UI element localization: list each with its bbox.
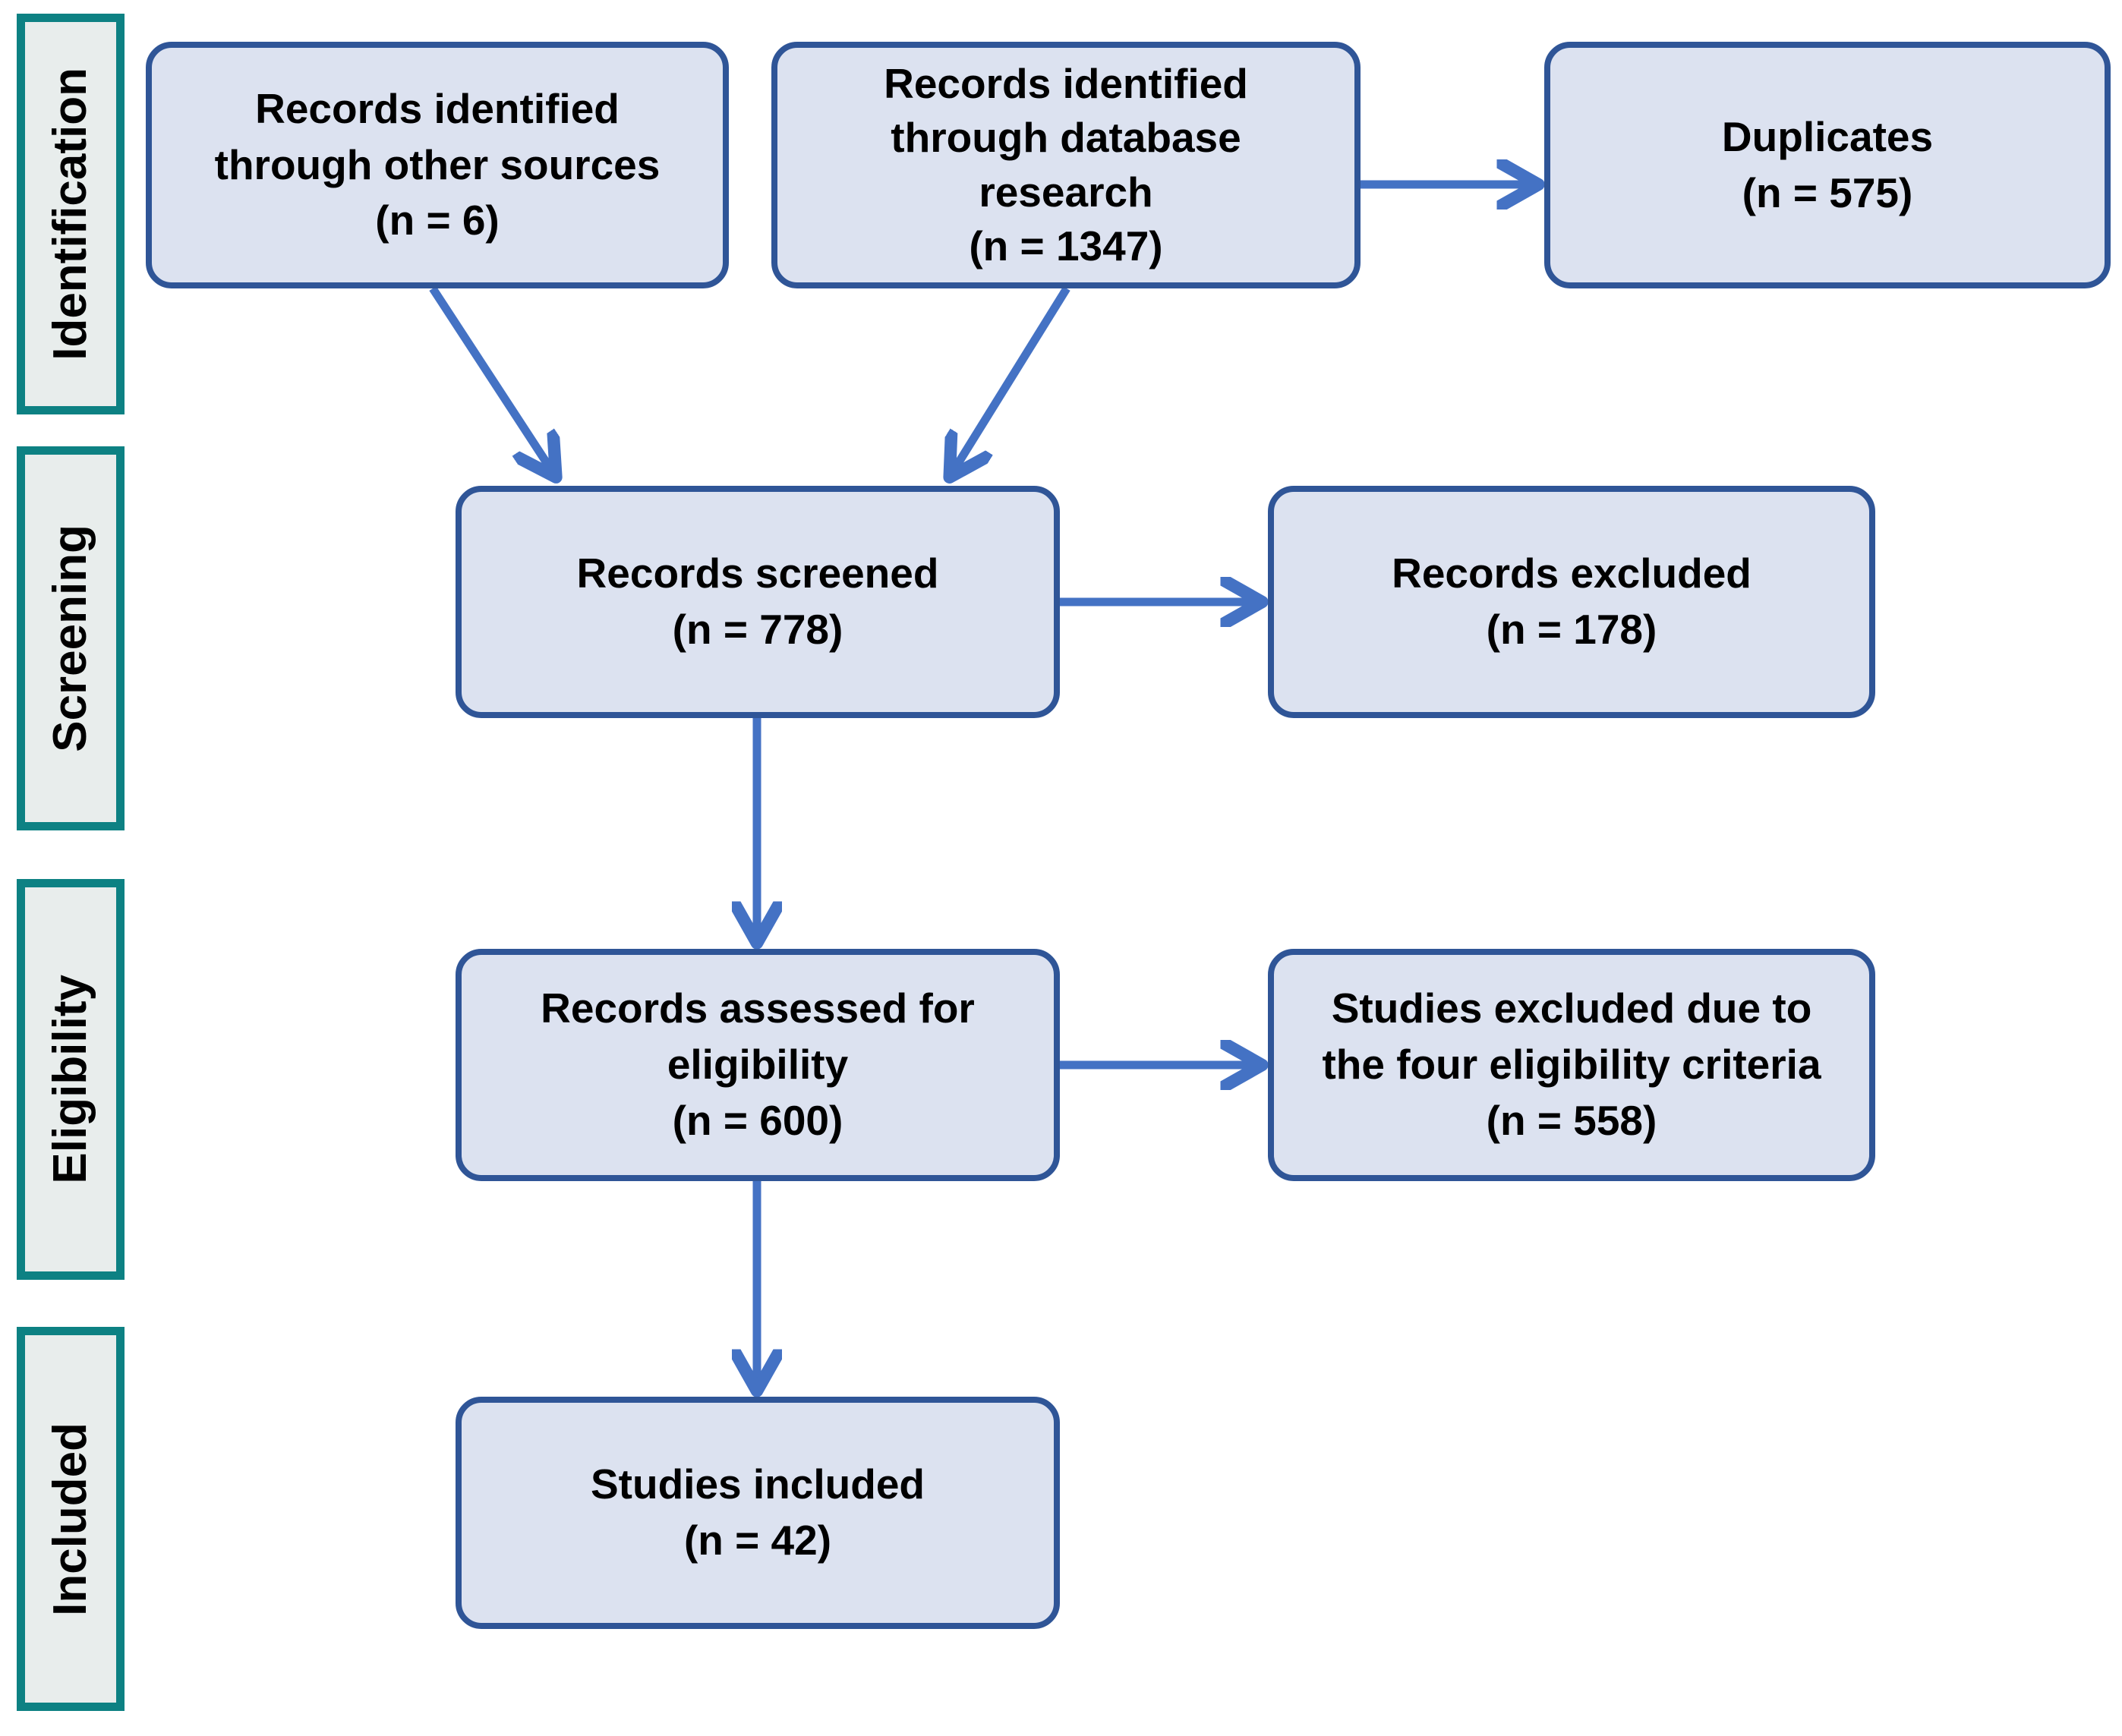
- box-studies-excluded: Studies excluded due to the four eligibi…: [1268, 949, 1875, 1181]
- stage-label-identification-text: Identification: [44, 68, 96, 361]
- stage-label-screening-text: Screening: [44, 525, 96, 752]
- box-duplicates: Duplicates (n = 575): [1544, 42, 2111, 288]
- box-records-excluded: Records excluded (n = 178): [1268, 486, 1875, 718]
- box-records-database: Records identified through database rese…: [771, 42, 1361, 288]
- box-duplicates-text: Duplicates (n = 575): [1721, 112, 1934, 216]
- box-records-assessed-text: Records assessed for eligibility (n = 60…: [541, 985, 975, 1144]
- stage-label-included-text: Included: [44, 1422, 96, 1616]
- box-studies-included: Studies included (n = 42): [456, 1397, 1060, 1629]
- stage-label-eligibility: Eligibility: [17, 879, 125, 1280]
- box-records-other-sources-text: Records identified through other sources…: [214, 84, 661, 244]
- box-records-assessed: Records assessed for eligibility (n = 60…: [456, 949, 1060, 1181]
- arrow-other-sources-to-screened: [429, 285, 554, 474]
- arrow-database-to-screened: [951, 286, 1070, 474]
- box-records-database-text: Records identified through database rese…: [884, 59, 1248, 270]
- stage-label-eligibility-text: Eligibility: [44, 975, 96, 1184]
- stage-label-identification: Identification: [17, 14, 125, 414]
- box-records-screened-text: Records screened (n = 778): [576, 550, 939, 653]
- box-records-excluded-text: Records excluded (n = 178): [1392, 550, 1752, 653]
- box-records-screened: Records screened (n = 778): [456, 486, 1060, 718]
- stage-label-screening: Screening: [17, 446, 125, 830]
- stage-label-included: Included: [17, 1327, 125, 1711]
- box-records-other-sources: Records identified through other sources…: [146, 42, 729, 288]
- box-studies-excluded-text: Studies excluded due to the four eligibi…: [1322, 985, 1821, 1144]
- box-studies-included-text: Studies included (n = 42): [590, 1460, 925, 1564]
